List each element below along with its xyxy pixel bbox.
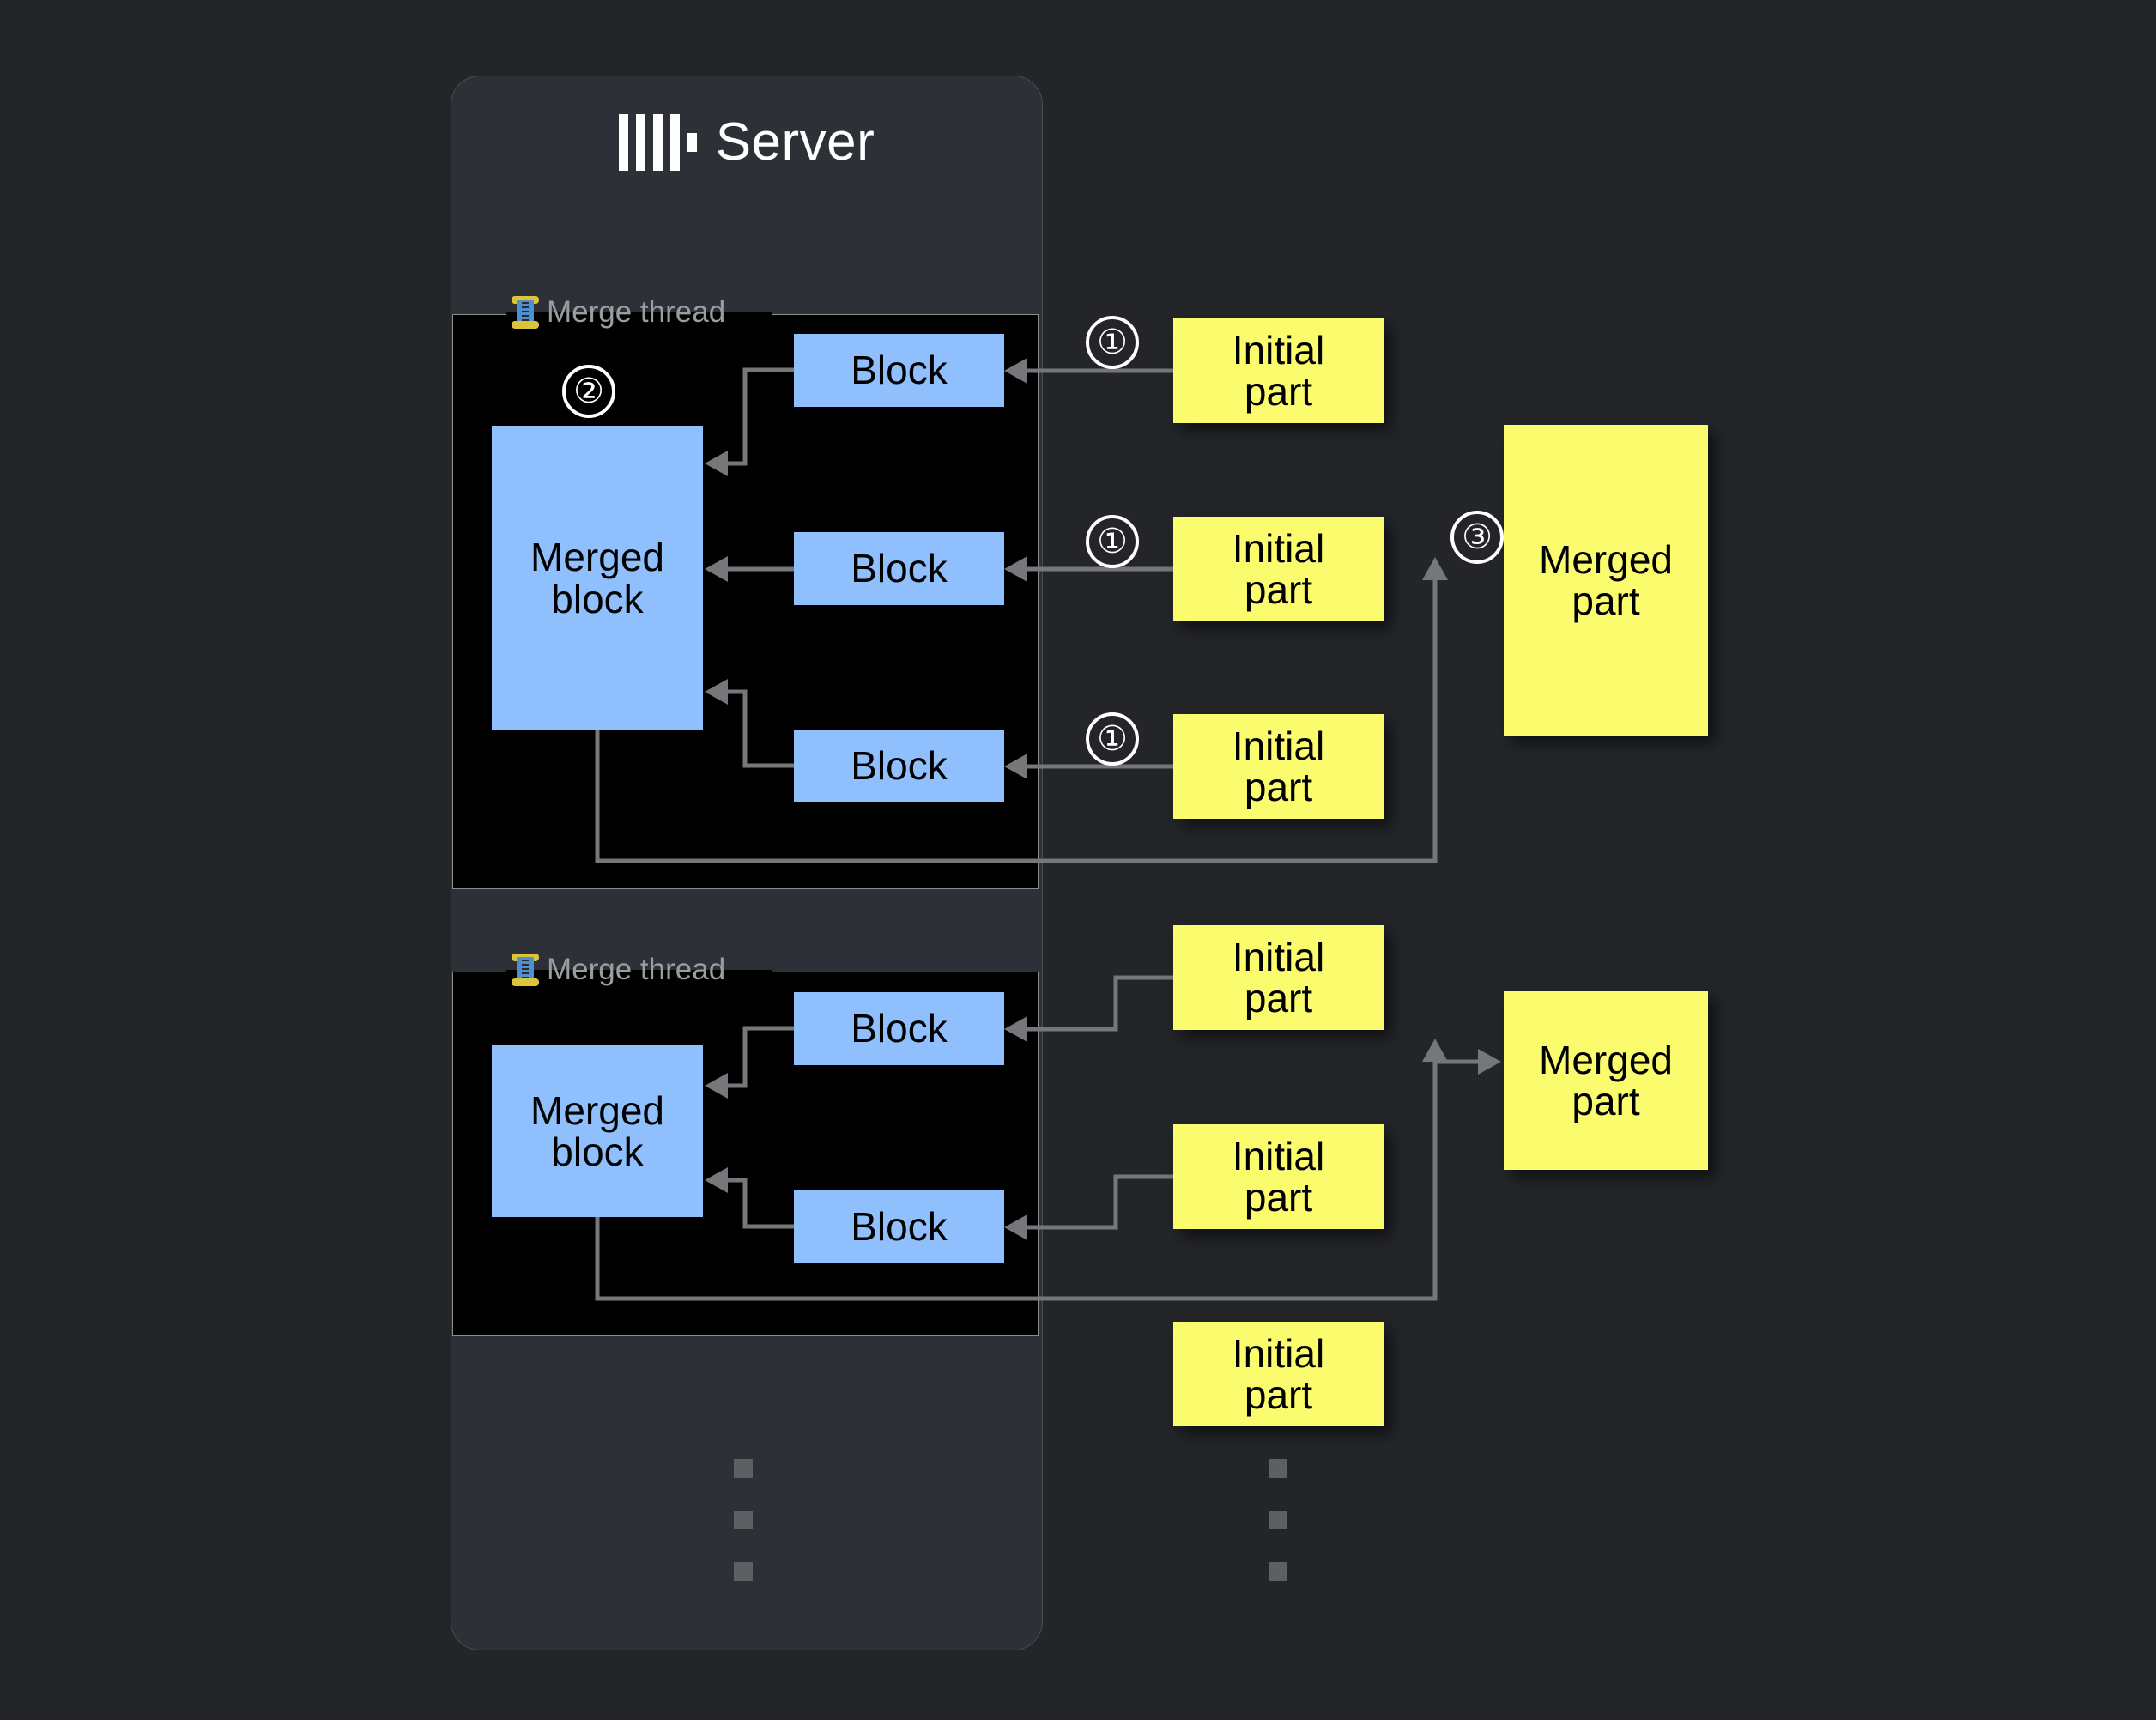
block-1-2-label: Block [851,546,948,591]
block-2-2: Block [794,1190,1004,1263]
ellipsis-dot [1269,1511,1287,1529]
thread-spool-icon [511,953,540,987]
server-title: Server [451,112,1043,173]
block-1-3-label: Block [851,743,948,789]
merge-thread-label-mask-2 [506,970,772,973]
ellipsis-dot [734,1562,753,1581]
ellipsis-dot [734,1511,753,1529]
step-marker-3: ③ [1450,511,1504,564]
thread-spool-icon [511,295,540,330]
ellipsis-dot [1269,1562,1287,1581]
ellipsis-dot [734,1459,753,1478]
step-marker-2: ② [562,365,615,418]
step-marker-1-c-text: ① [1097,720,1128,758]
step-marker-2-text: ② [573,372,604,410]
parts-ellipsis [1269,1459,1287,1614]
block-2-1: Block [794,992,1004,1065]
block-2-1-label: Block [851,1006,948,1051]
merge-thread-label-2: Merge thread [511,953,725,987]
server-ellipsis [734,1459,753,1614]
merge-thread-label-text-2: Merge thread [547,953,726,986]
block-1-1-label: Block [851,348,948,393]
block-2-2-label: Block [851,1204,948,1250]
server-title-text: Server [715,112,875,172]
block-1-1: Block [794,334,1004,407]
block-1-2: Block [794,532,1004,605]
step-marker-1-a: ① [1086,316,1139,369]
merge-thread-label-1: Merge thread [511,295,725,330]
step-marker-1-c: ① [1086,712,1139,766]
step-marker-3-text: ③ [1462,518,1493,556]
merge-thread-label-text-1: Merge thread [547,295,726,329]
merge-thread-label-mask-1 [506,312,772,316]
step-marker-1-b: ① [1086,515,1139,568]
block-1-3: Block [794,730,1004,802]
clickhouse-logo-icon [618,113,697,171]
step-marker-1-b-text: ① [1097,523,1128,560]
step-marker-1-a-text: ① [1097,324,1128,361]
ellipsis-dot [1269,1459,1287,1478]
